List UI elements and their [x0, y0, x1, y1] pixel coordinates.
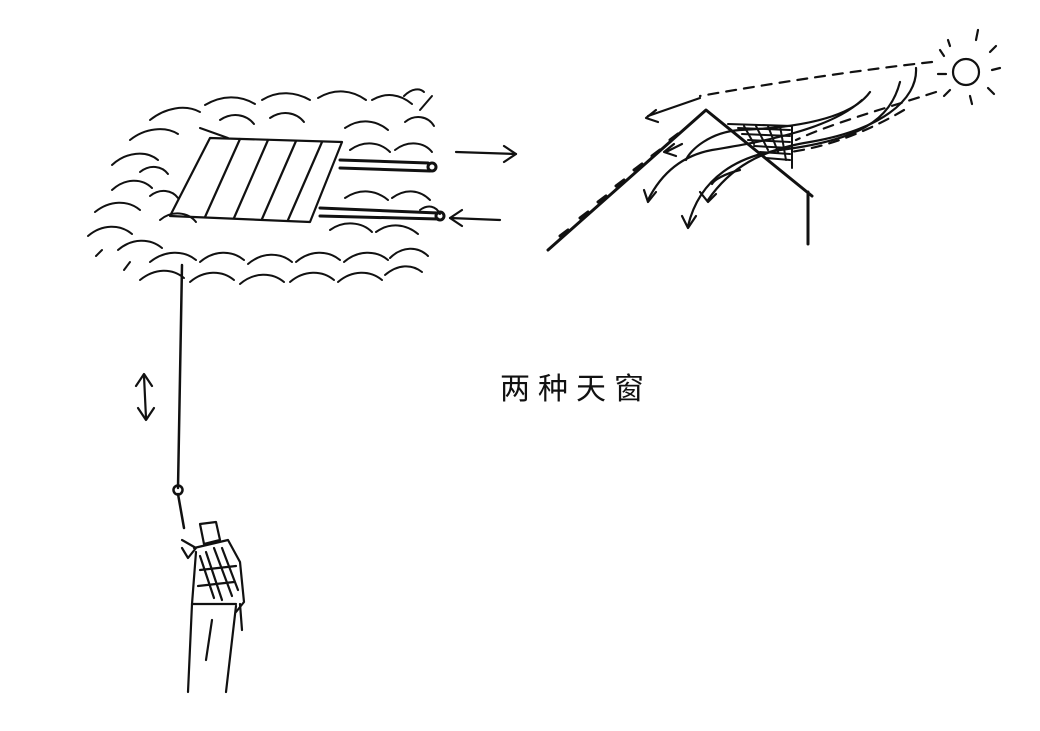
skylight-frame	[168, 136, 344, 224]
person-figure	[180, 520, 246, 694]
slide-rails	[318, 158, 446, 222]
sunlight-flow-arrows	[642, 66, 918, 230]
tiled-roof	[87, 88, 441, 285]
sunlight-rays	[698, 60, 938, 154]
pull-rod	[172, 263, 186, 530]
slide-direction-arrows	[448, 144, 518, 228]
pitched-roof	[546, 108, 814, 252]
caption-title: 两种天窗	[500, 372, 652, 407]
sun-icon	[936, 28, 1002, 106]
up-down-arrow-icon	[134, 372, 156, 422]
